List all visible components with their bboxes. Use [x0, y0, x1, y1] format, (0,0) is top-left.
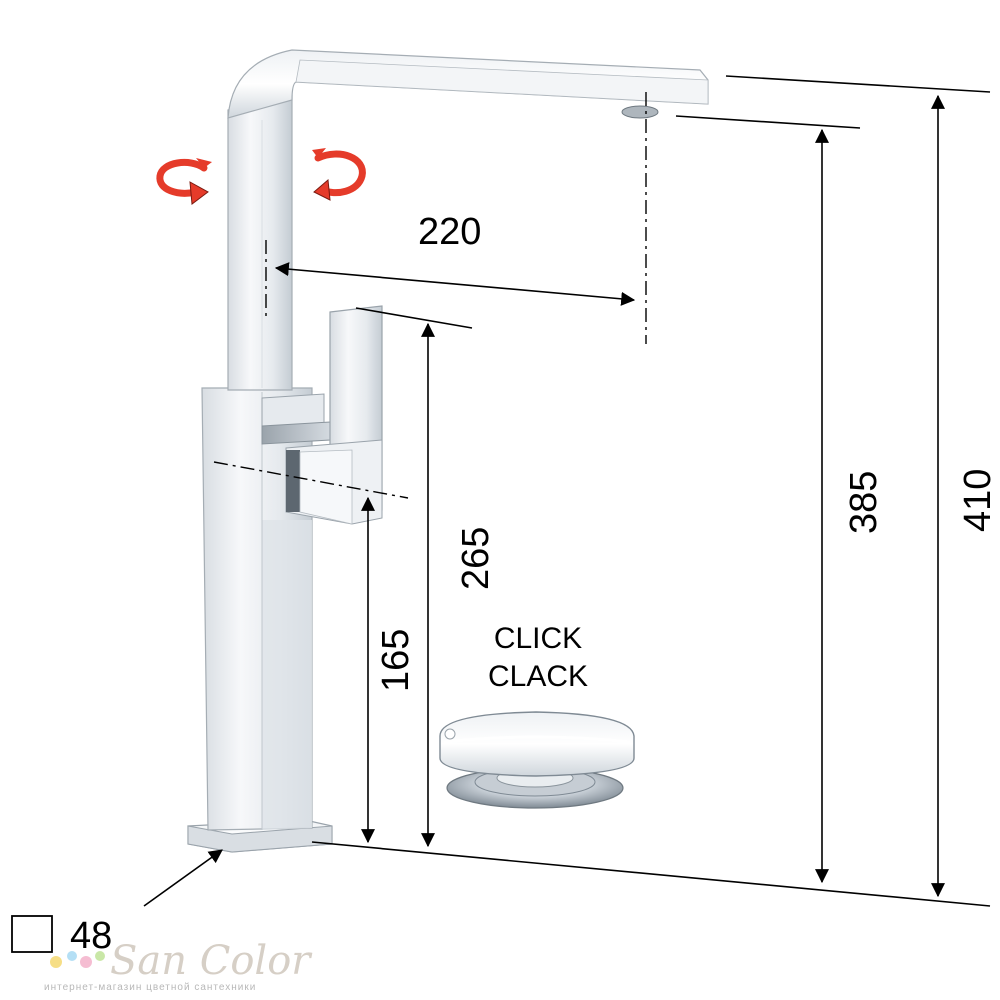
dim-label-220: 220 — [418, 211, 481, 253]
ext-line-top-265 — [355, 307, 473, 329]
dim-line-220 — [274, 262, 636, 306]
rotation-arrow-left-icon — [156, 158, 212, 205]
rotation-arrows — [156, 148, 366, 205]
base-width-pointer-arrow — [143, 849, 223, 907]
faucet-spout-arm — [227, 49, 709, 119]
faucet-spout-neck — [227, 95, 293, 391]
handle-centerline — [213, 461, 409, 499]
dim-label-265: 265 — [455, 527, 497, 590]
center-lines — [213, 92, 647, 499]
watermark-tagline: интернет-магазин цветной сантехники — [44, 982, 256, 993]
square-section-icon — [11, 915, 53, 953]
rotation-arrow-right-icon — [312, 148, 366, 201]
dim-label-410: 410 — [957, 469, 999, 532]
drain-label-line1: CLICK — [494, 622, 582, 655]
watermark: San Color интернет-магазин цветной санте… — [44, 938, 313, 993]
ext-line-top-410 — [725, 75, 991, 93]
drain-plug-illustration — [439, 711, 635, 809]
watermark-brand: San Color — [110, 938, 313, 984]
drain-label-line2: CLACK — [488, 660, 588, 693]
base-width-label: 48 — [70, 915, 112, 957]
faucet-body-column — [201, 387, 313, 831]
faucet-illustration — [187, 49, 709, 853]
ext-line-top-385 — [675, 115, 861, 129]
ext-line-base — [311, 841, 991, 907]
dim-label-385: 385 — [843, 471, 885, 534]
aerator — [621, 105, 659, 119]
click-clack-drain: CLICK CLACK — [439, 622, 635, 809]
dimension-lines — [143, 75, 991, 907]
base-width-callout: 48 — [11, 915, 112, 957]
watermark-dots-icon — [50, 951, 105, 968]
dimension-labels: 220 410 385 265 165 — [375, 211, 999, 692]
dim-label-165: 165 — [375, 629, 417, 692]
faucet-lever-handle — [261, 305, 383, 525]
